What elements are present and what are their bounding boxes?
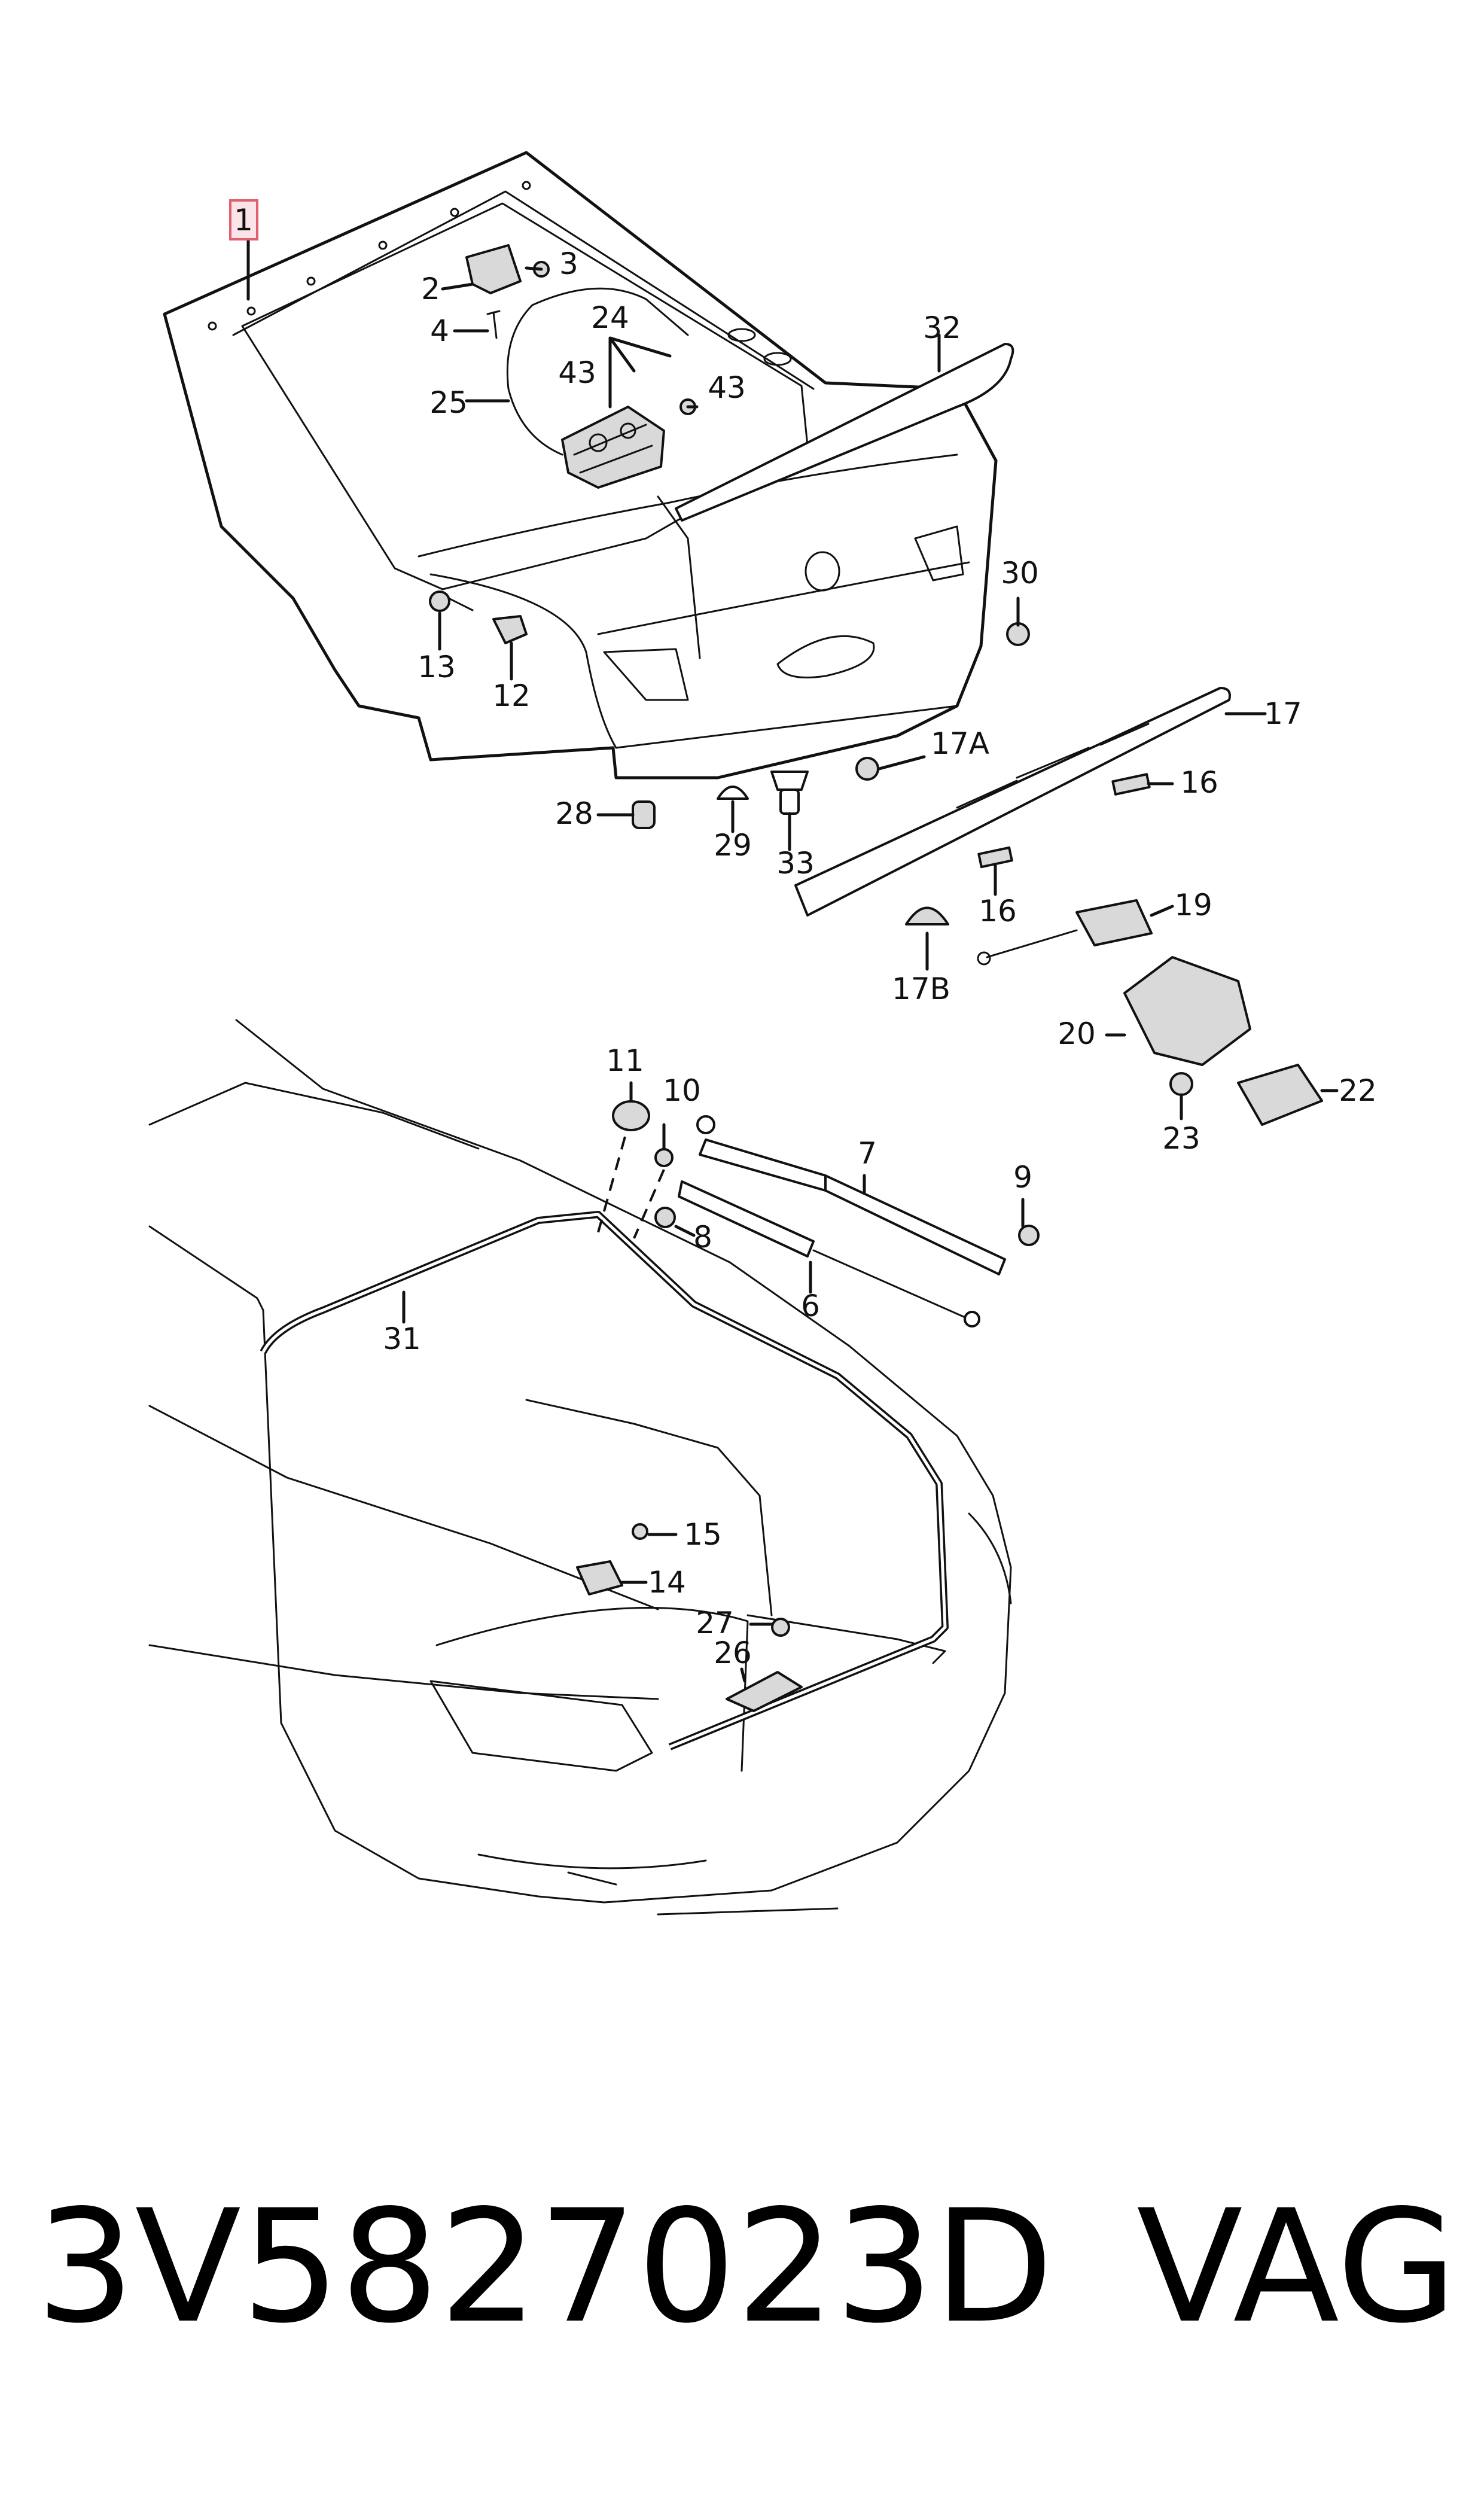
callout-4: 4 bbox=[430, 313, 449, 348]
release-cable bbox=[506, 287, 689, 456]
callout-13: 13 bbox=[418, 650, 456, 684]
callout-22: 22 bbox=[1339, 1073, 1377, 1108]
callout-24: 24 bbox=[591, 300, 629, 335]
callout-12: 12 bbox=[492, 678, 531, 713]
callout-16-lower: 16 bbox=[979, 894, 1017, 928]
switch-19-part bbox=[977, 899, 1153, 966]
callout-9: 9 bbox=[1013, 1160, 1032, 1195]
callout-1: 1 bbox=[234, 203, 253, 238]
callout-27: 27 bbox=[696, 1606, 734, 1640]
screw-15-part bbox=[632, 1523, 648, 1540]
ball-stud-9-part bbox=[1018, 1225, 1040, 1246]
buffer-parts bbox=[632, 771, 809, 829]
screw-parts-top bbox=[486, 261, 696, 415]
callout-labels: 1 2 3 4 24 43 43 25 32 30 13 12 17 17A 1… bbox=[234, 203, 1377, 1670]
callout-10: 10 bbox=[663, 1073, 701, 1108]
callout-3: 3 bbox=[559, 246, 578, 281]
callout-29: 29 bbox=[714, 828, 752, 863]
callout-14: 14 bbox=[648, 1565, 686, 1600]
hinge-bracket-part bbox=[465, 244, 522, 294]
leader-lines bbox=[246, 238, 1339, 1683]
trim-strip-part bbox=[794, 687, 1231, 917]
callout-33: 33 bbox=[776, 846, 815, 881]
callout-17a: 17A bbox=[931, 726, 989, 761]
nut-23-part bbox=[1169, 1072, 1193, 1096]
callout-11: 11 bbox=[606, 1043, 644, 1078]
clip-16-part-a bbox=[1111, 773, 1151, 796]
lock-20-part bbox=[1123, 956, 1251, 1066]
callout-8: 8 bbox=[693, 1220, 712, 1255]
callout-20: 20 bbox=[1058, 1016, 1096, 1051]
callout-19: 19 bbox=[1174, 888, 1212, 922]
callout-26: 26 bbox=[714, 1636, 752, 1670]
screw-27-part bbox=[771, 1618, 790, 1637]
hinge-bolt-parts bbox=[429, 590, 528, 644]
screw-17a-part bbox=[855, 757, 879, 781]
callout-6: 6 bbox=[801, 1289, 820, 1323]
cap-17b-part bbox=[905, 906, 949, 925]
clip-16-part-b bbox=[977, 846, 1013, 869]
callout-43-left: 43 bbox=[558, 355, 596, 390]
callout-31: 31 bbox=[383, 1322, 421, 1356]
striker-14-part bbox=[576, 1560, 623, 1596]
bracket-26-part bbox=[726, 1671, 803, 1712]
callout-28: 28 bbox=[555, 796, 593, 831]
ball-stud-8-part bbox=[654, 1207, 676, 1228]
callout-2: 2 bbox=[421, 272, 440, 306]
callout-7: 7 bbox=[858, 1136, 877, 1171]
callout-17b: 17B bbox=[892, 972, 950, 1006]
callout-16-right: 16 bbox=[1180, 765, 1218, 800]
brand-label: VAG bbox=[1136, 2177, 1457, 2358]
part-number: 3V5827023D bbox=[36, 2177, 1054, 2358]
callout-23: 23 bbox=[1162, 1121, 1200, 1156]
lock-actuator-part bbox=[561, 406, 665, 489]
car-body-drawing bbox=[148, 1019, 1012, 1916]
screw-10-part bbox=[654, 1148, 674, 1167]
handle-22-part bbox=[1237, 1064, 1323, 1126]
weather-seal-part bbox=[260, 1211, 949, 1750]
callout-box-1 bbox=[229, 199, 258, 240]
trunk-lid-drawing bbox=[163, 151, 998, 780]
callout-25: 25 bbox=[429, 385, 468, 420]
callout-17: 17 bbox=[1264, 696, 1302, 731]
grommet-11-part bbox=[612, 1100, 650, 1131]
mounting-axis-lines bbox=[597, 1136, 665, 1239]
callout-30: 30 bbox=[1001, 556, 1039, 590]
callout-32: 32 bbox=[923, 310, 961, 345]
spoiler-strip bbox=[675, 343, 1014, 522]
callout-15: 15 bbox=[684, 1517, 722, 1552]
callout-43-right: 43 bbox=[708, 370, 746, 405]
gas-strut-parts bbox=[678, 1115, 1006, 1327]
